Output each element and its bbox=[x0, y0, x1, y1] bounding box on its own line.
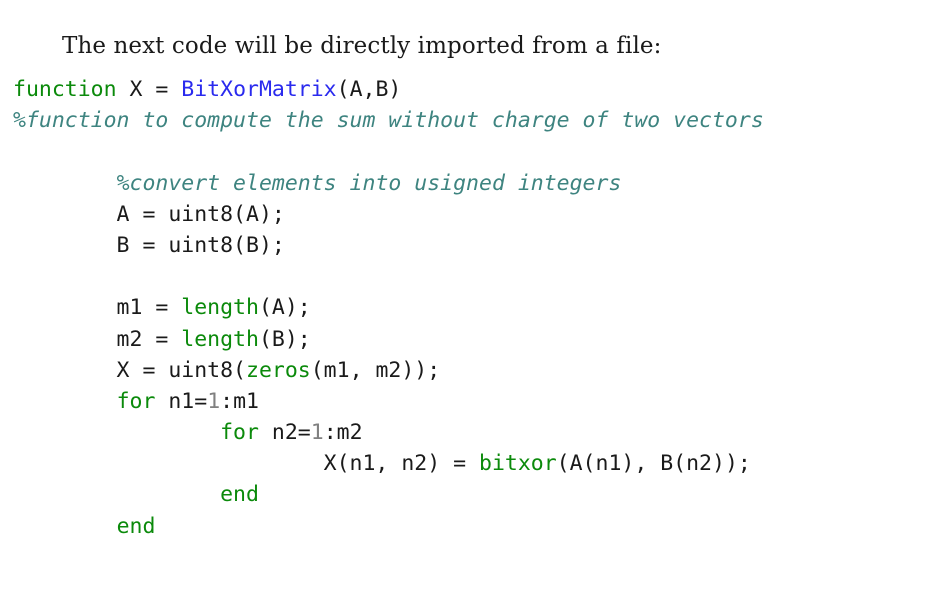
code-text bbox=[13, 171, 117, 196]
keyword-token: bitxor bbox=[479, 451, 557, 477]
code-text bbox=[13, 482, 220, 507]
code-line: B = uint8(B); bbox=[13, 230, 764, 261]
code-text: (B); bbox=[258, 326, 311, 352]
keyword-token: function bbox=[13, 77, 117, 102]
code-line: end bbox=[13, 511, 764, 542]
code-text: n1= bbox=[155, 388, 208, 414]
code-text: X = uint8( bbox=[13, 357, 246, 383]
code-line: function X = BitXorMatrix(A,B) bbox=[13, 74, 764, 105]
code-text: X(n1, n2) = bbox=[13, 451, 479, 477]
code-text bbox=[13, 389, 117, 414]
code-text: (A); bbox=[258, 295, 311, 321]
comment-token: %convert elements into usigned integers bbox=[116, 170, 622, 196]
code-line: m1 = length(A); bbox=[13, 292, 764, 323]
keyword-token: zeros bbox=[246, 357, 311, 383]
code-text: (A,B) bbox=[336, 77, 402, 102]
keyword-token: for bbox=[116, 388, 156, 414]
code-line: for n2=1:m2 bbox=[13, 417, 764, 448]
keyword-token: for bbox=[220, 420, 259, 446]
keyword-token: end bbox=[220, 482, 259, 508]
code-text: m2 = bbox=[13, 326, 182, 352]
code-text: A = uint8(A); bbox=[13, 201, 285, 227]
code-text: m1 = bbox=[13, 295, 182, 321]
code-listing: function X = BitXorMatrix(A,B) %function … bbox=[13, 74, 764, 542]
code-text bbox=[13, 514, 117, 539]
comment-token: %function to compute the sum without cha… bbox=[13, 108, 764, 134]
number-token: 1 bbox=[207, 388, 221, 414]
code-text: X = bbox=[116, 77, 182, 102]
code-text bbox=[13, 420, 220, 445]
keyword-token: length bbox=[181, 326, 259, 352]
code-text: (A(n1), B(n2)); bbox=[556, 451, 751, 477]
code-line: %convert elements into usigned integers bbox=[13, 168, 764, 199]
code-text: :m2 bbox=[323, 420, 363, 446]
code-text: (m1, m2)); bbox=[310, 357, 441, 383]
code-line: X(n1, n2) = bitxor(A(n1), B(n2)); bbox=[13, 448, 764, 479]
keyword-token: length bbox=[181, 295, 259, 321]
code-line: end bbox=[13, 479, 764, 510]
code-line: %function to compute the sum without cha… bbox=[13, 105, 764, 136]
code-line: X = uint8(zeros(m1, m2)); bbox=[13, 355, 764, 386]
code-line: A = uint8(A); bbox=[13, 199, 764, 230]
code-line bbox=[13, 261, 764, 292]
number-token: 1 bbox=[310, 420, 324, 446]
code-line bbox=[13, 136, 764, 167]
function-name-token: BitXorMatrix bbox=[181, 77, 337, 102]
code-text: B = uint8(B); bbox=[13, 232, 285, 258]
code-line: for n1=1:m1 bbox=[13, 386, 764, 417]
intro-paragraph: The next code will be directly imported … bbox=[62, 33, 662, 59]
keyword-token: end bbox=[116, 513, 156, 539]
code-line: m2 = length(B); bbox=[13, 324, 764, 355]
code-text: :m1 bbox=[220, 388, 259, 414]
code-text: n2= bbox=[258, 420, 311, 446]
